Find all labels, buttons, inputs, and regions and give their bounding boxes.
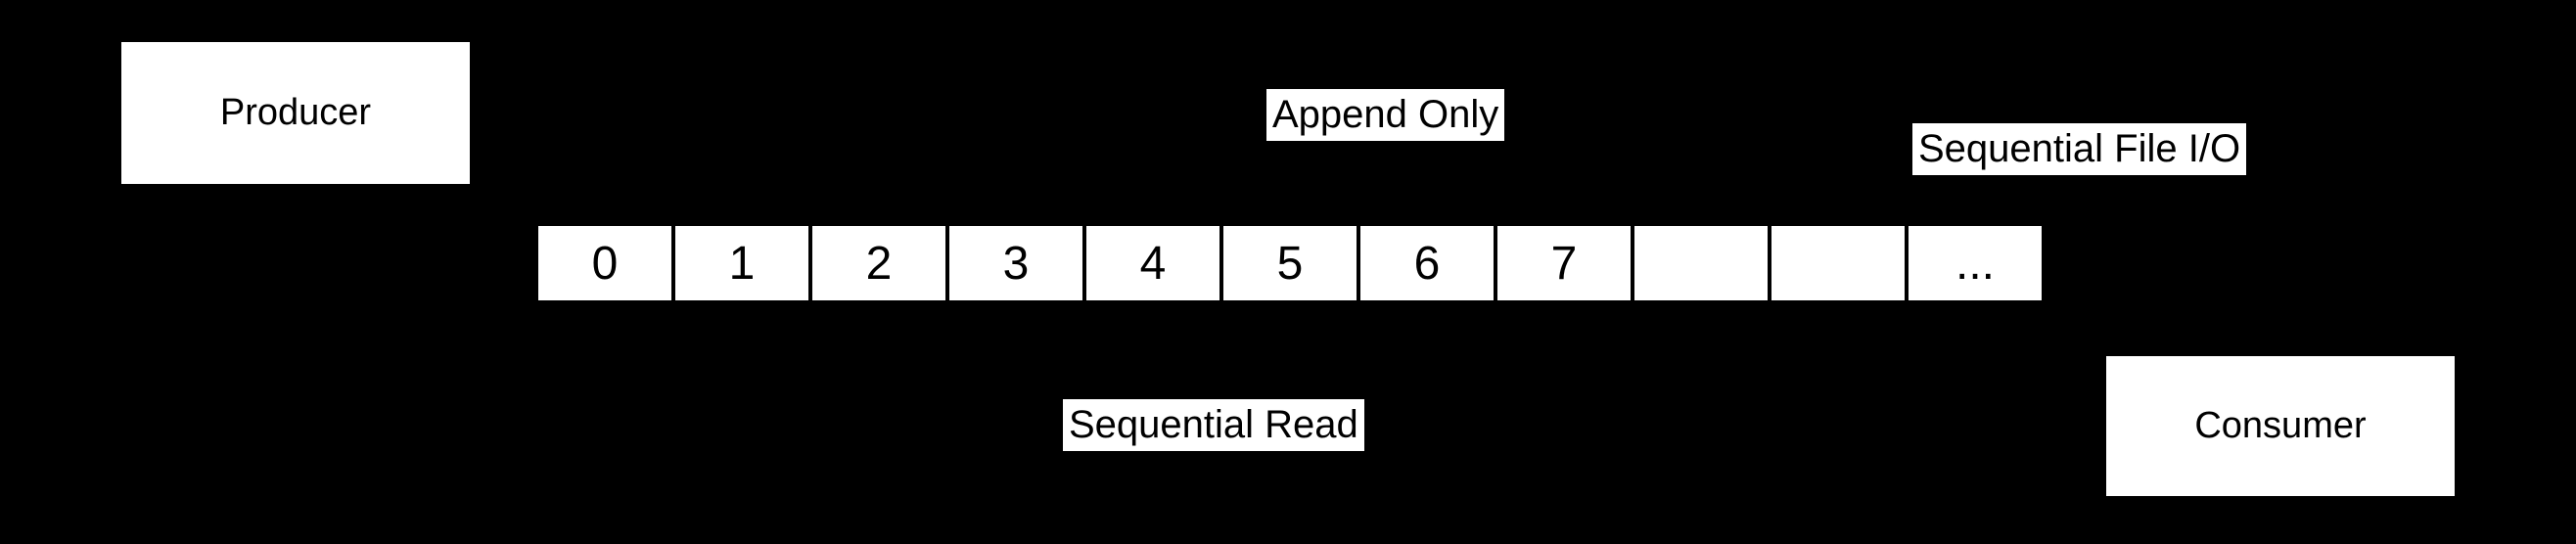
append-only-label: Append Only [1266, 89, 1505, 141]
producer-label: Producer [219, 92, 372, 133]
log-cell-0: 0 [538, 226, 671, 300]
log-cell-2: 2 [812, 226, 945, 300]
sequential-file-io-label: Sequential File I/O [1912, 123, 2247, 175]
consumer-label: Consumer [2194, 405, 2367, 446]
log-cell-5: 5 [1223, 226, 1357, 300]
log-cell-6: 6 [1360, 226, 1494, 300]
sequential-read-label: Sequential Read [1063, 399, 1364, 451]
log-cell-9 [1771, 226, 1905, 300]
log-cell-7: 7 [1497, 226, 1631, 300]
log-cell-10: ... [1909, 226, 2042, 300]
log-cell-3: 3 [949, 226, 1082, 300]
log-cell-1: 1 [675, 226, 808, 300]
log-cell-8 [1634, 226, 1768, 300]
consumer-box: Consumer [2106, 356, 2455, 496]
log-cell-4: 4 [1086, 226, 1219, 300]
producer-box: Producer [121, 42, 470, 184]
